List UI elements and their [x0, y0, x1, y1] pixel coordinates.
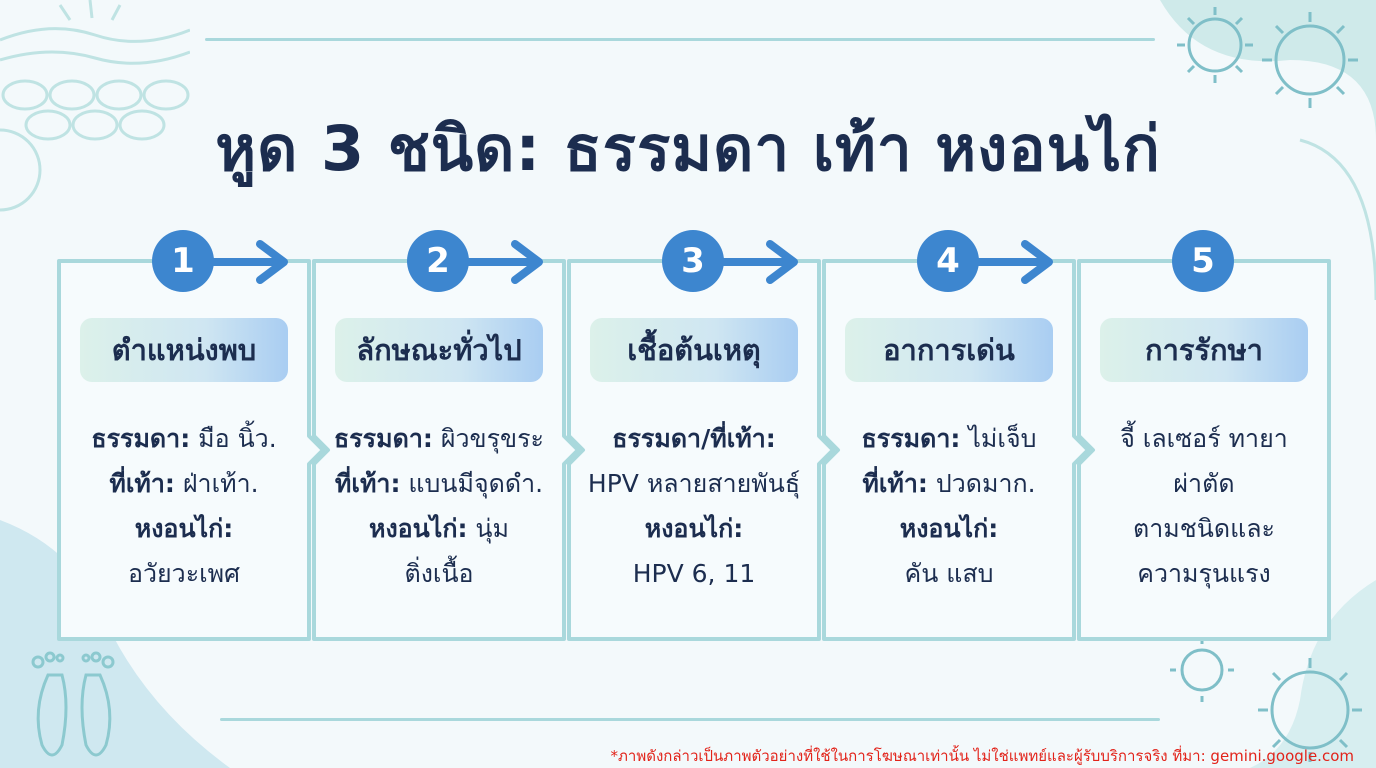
step-body-label: หงอนไก่: — [134, 514, 234, 543]
step-body-text: ไม่เจ็บ — [960, 424, 1037, 453]
step-heading: เชื้อต้นเหตุ — [590, 318, 798, 382]
step-card-3: 3 เชื้อต้นเหตุธรรมดา/ที่เท้า: HPV หลายสายพ… — [566, 230, 835, 642]
step-body-text: HPV 6, 11 — [632, 559, 756, 588]
step-body: ธรรมดา: ไม่เจ็บที่เท้า: ปวดมาก.หงอนไก่:ค… — [827, 416, 1071, 596]
step-body-text: ฝ่าเท้า. — [174, 469, 259, 498]
step-body-label: ธรรมดา: — [91, 424, 191, 453]
step-body-line: ธรรมดา/ที่เท้า: — [572, 416, 816, 461]
disclaimer-footnote: *ภาพดังกล่าวเป็นภาพตัวอย่างที่ใช้ในการโฆ… — [610, 747, 1354, 765]
step-heading: อาการเด่น — [845, 318, 1053, 382]
step-body-label: ธรรมดา: — [861, 424, 961, 453]
step-body-label: ธรรมดา: — [334, 424, 433, 453]
step-body-text: ติ่งเนื้อ — [404, 559, 474, 588]
step-body-line: ธรรมดา: ไม่เจ็บ — [827, 416, 1071, 461]
step-body-line: หงอนไก่: นุ่ม — [317, 506, 561, 551]
step-body-line: ตามชนิดและ — [1082, 506, 1326, 551]
step-body-text: คัน แสบ — [904, 559, 994, 588]
step-body-line: HPV หลายสายพันธุ์ — [572, 461, 816, 506]
step-body-text: ปวดมาก. — [927, 469, 1036, 498]
step-body-line: ธรรมดา: ผิวขรุขระ — [317, 416, 561, 461]
step-body-line: ที่เท้า: แบนมีจุดดำ. — [317, 461, 561, 506]
arrow-right-icon — [208, 240, 288, 284]
step-body-text: มือ นิ้ว. — [190, 424, 277, 453]
step-heading: การรักษา — [1100, 318, 1308, 382]
step-number-badge: 2 — [407, 230, 469, 292]
step-body-text: อวัยวะเพศ — [127, 559, 241, 588]
step-number-badge: 1 — [152, 230, 214, 292]
step-body-line: HPV 6, 11 — [572, 551, 816, 596]
step-body-text: ผิวขรุขระ — [432, 424, 544, 453]
step-body-line: ที่เท้า: ปวดมาก. — [827, 461, 1071, 506]
step-body-label: หงอนไก่: — [899, 514, 999, 543]
step-body-text: HPV หลายสายพันธุ์ — [587, 469, 801, 498]
step-body-text: ตามชนิดและ — [1133, 514, 1275, 543]
step-body-line: ธรรมดา: มือ นิ้ว. — [62, 416, 306, 461]
step-heading: ตำแหน่งพบ — [80, 318, 288, 382]
arrow-right-icon — [463, 240, 543, 284]
page-title: หูด 3 ชนิด: ธรรมดา เท้า หงอนไก่ — [215, 112, 1161, 185]
step-number-badge: 4 — [917, 230, 979, 292]
step-body-line: คัน แสบ — [827, 551, 1071, 596]
step-body-text: ความรุนแรง — [1137, 559, 1271, 588]
step-body-label: ธรรมดา/ที่เท้า: — [612, 424, 776, 453]
step-body-text: นุ่ม — [467, 514, 510, 543]
step-body-line: ผ่าตัด — [1082, 461, 1326, 506]
step-card-5: 5 การรักษาจี้ เลเซอร์ ทายาผ่าตัดตามชนิดแล… — [1076, 230, 1332, 642]
step-body-label: หงอนไก่: — [368, 514, 468, 543]
step-body: ธรรมดา: ผิวขรุขระที่เท้า: แบนมีจุดดำ.หงอ… — [317, 416, 561, 596]
step-heading: ลักษณะทั่วไป — [335, 318, 543, 382]
arrow-right-icon — [973, 240, 1053, 284]
step-body-line: ที่เท้า: ฝ่าเท้า. — [62, 461, 306, 506]
step-body-label: ที่เท้า: — [862, 469, 928, 498]
step-body-label: หงอนไก่: — [644, 514, 744, 543]
step-body-line: หงอนไก่: — [62, 506, 306, 551]
step-body-text: จี้ เลเซอร์ ทายา — [1120, 424, 1288, 453]
step-body-label: ที่เท้า: — [334, 469, 401, 498]
step-body: ธรรมดา/ที่เท้า: HPV หลายสายพันธุ์หงอนไก่:… — [572, 416, 816, 596]
step-number-badge: 5 — [1172, 230, 1234, 292]
step-body-line: หงอนไก่: — [572, 506, 816, 551]
step-body-line: จี้ เลเซอร์ ทายา — [1082, 416, 1326, 461]
top-divider — [205, 38, 1155, 41]
bottom-divider — [220, 718, 1160, 721]
step-body-text: แบนมีจุดดำ. — [400, 469, 544, 498]
arrow-right-icon — [718, 240, 798, 284]
step-body-line: ติ่งเนื้อ — [317, 551, 561, 596]
step-body-line: อวัยวะเพศ — [62, 551, 306, 596]
step-body-line: ความรุนแรง — [1082, 551, 1326, 596]
step-body-line: หงอนไก่: — [827, 506, 1071, 551]
step-body-label: ที่เท้า: — [109, 469, 175, 498]
step-body: ธรรมดา: มือ นิ้ว.ที่เท้า: ฝ่าเท้า.หงอนไก… — [62, 416, 306, 596]
step-number-badge: 3 — [662, 230, 724, 292]
step-body: จี้ เลเซอร์ ทายาผ่าตัดตามชนิดและความรุนแ… — [1082, 416, 1326, 596]
step-body-text: ผ่าตัด — [1173, 469, 1235, 498]
